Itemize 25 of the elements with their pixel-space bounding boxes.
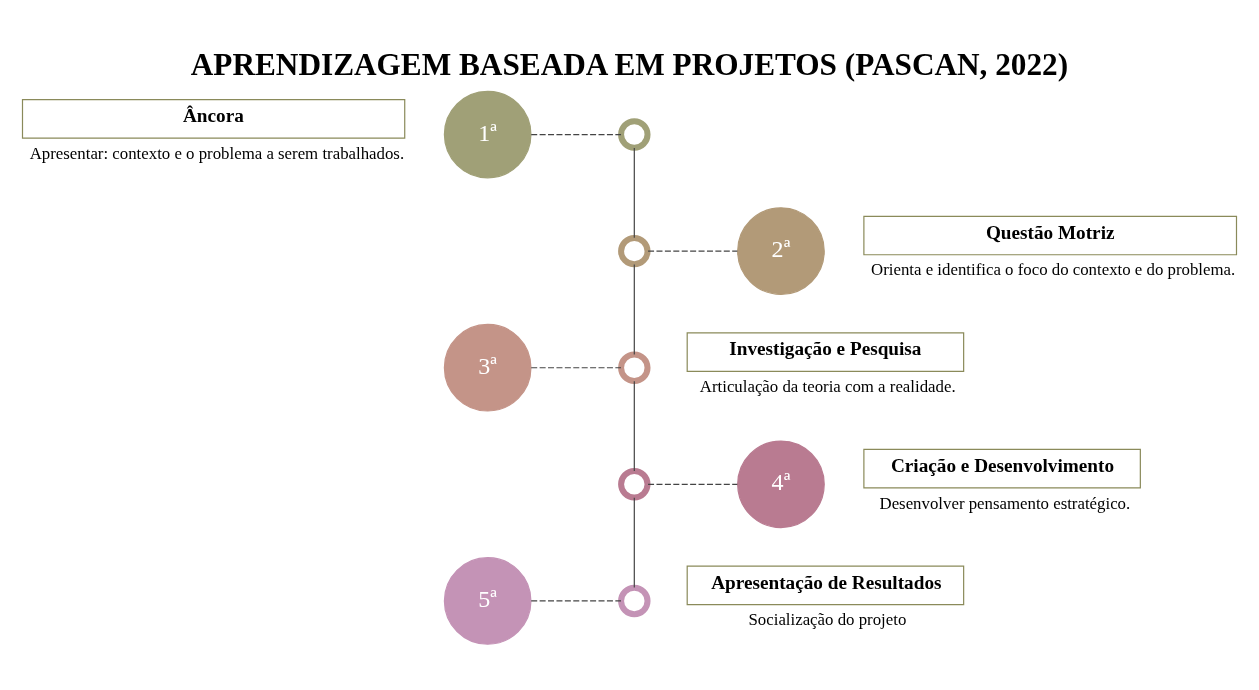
node-circle: [618, 584, 651, 617]
connector: [633, 380, 635, 472]
connector: [530, 366, 622, 368]
connector: [530, 133, 622, 135]
connector: [530, 599, 622, 601]
connector: [633, 146, 635, 238]
node-label: Articulação da teoria com a realidade.: [699, 376, 956, 396]
node-circle: 1ª: [443, 90, 532, 178]
node-circle: 2ª: [737, 206, 825, 295]
node-label: Desenvolver pensamento estratégico.: [879, 493, 1131, 513]
connector: [633, 263, 635, 355]
connector: [633, 496, 635, 588]
node-circle: [618, 351, 651, 384]
diagram-title: APRENDIZAGEM BASEADA EM PROJETOS (PASCAN, 2022): [190, 46, 1069, 82]
node-circle: 5ª: [443, 556, 532, 645]
connector: [647, 250, 738, 252]
node-circle: [618, 117, 651, 151]
node-circle: [618, 234, 651, 267]
node-label: Socialização do projeto: [748, 609, 907, 629]
connector: [647, 483, 738, 485]
node-label: Orienta e identifica o foco do contexto e do problema.: [871, 259, 1236, 279]
node-circle: 4ª: [737, 439, 825, 528]
node-circle: 3ª: [443, 323, 532, 412]
node-circle: [618, 467, 651, 501]
node-label: Apresentar: contexto e o problema a serem trabalhados.: [29, 143, 405, 163]
